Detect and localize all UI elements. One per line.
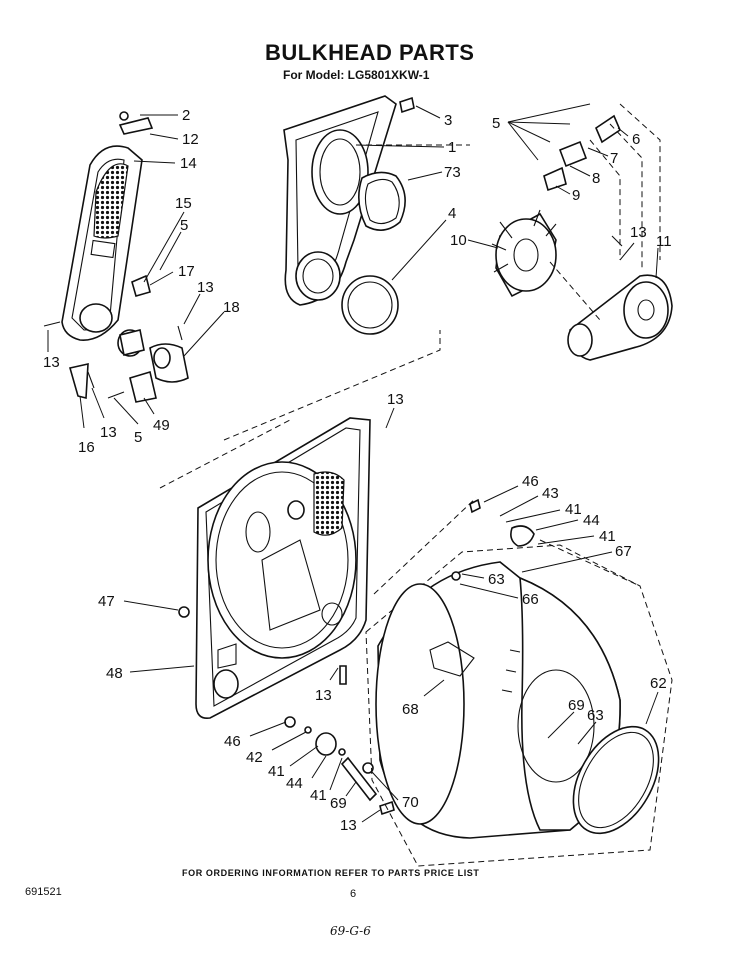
callout-label: 41 [268,763,285,780]
page-number: 6 [350,888,357,900]
callout-label: 69 [330,795,347,812]
handwritten-note: 69-G-6 [330,924,371,938]
model-number: For Model: LG5801XKW-1 [283,68,430,82]
callout-label: 13 [197,279,214,296]
callout-label: 5 [180,217,188,234]
callout-label: 48 [106,665,123,682]
callout-label: 13 [630,224,647,241]
callout-label: 2 [182,107,190,124]
callout-label: 13 [387,391,404,408]
lint-duct-assembly [43,111,189,403]
callout-label: 62 [650,675,667,692]
callout-label: 9 [572,187,580,204]
callout-label: 41 [599,528,616,545]
callout-label: 12 [182,131,199,148]
blower-wheel-assembly [491,114,673,361]
callout-label: 7 [610,150,618,167]
bulkhead-panel [195,417,371,720]
callout-label: 4 [448,205,456,222]
callout-label: 15 [175,195,192,212]
callout-label: 13 [315,687,332,704]
callout-label: 66 [522,591,539,608]
callout-label: 47 [98,593,115,610]
callout-label: 63 [488,571,505,588]
page-title: BULKHEAD PARTS [265,40,475,65]
callout-label: 11 [656,233,672,250]
callout-label: 13 [340,817,357,834]
callout-label: 49 [153,417,170,434]
callout-label: 8 [592,170,600,187]
callout-label: 44 [583,512,600,529]
callout-label: 63 [587,707,604,724]
callout-label: 13 [100,424,117,441]
drum-assembly [365,498,673,867]
callout-label: 67 [615,543,632,560]
callout-label: 16 [78,439,95,456]
callout-label: 68 [402,701,419,718]
callouts: 2 12 14 15 5 17 13 18 13 16 13 5 49 3 1 … [43,103,672,834]
callout-label: 14 [180,155,197,172]
callout-label: 69 [568,697,585,714]
callout-label: 46 [522,473,539,490]
callout-label: 17 [178,263,195,280]
blower-housing-assembly [283,95,415,335]
callout-label: 3 [444,112,452,129]
assembly-guide-lines [159,103,661,595]
callout-label: 18 [223,299,240,316]
callout-label: 70 [402,794,419,811]
callout-label: 44 [286,775,303,792]
front-hardware-stack [178,606,395,816]
callout-label: 6 [632,131,640,148]
callout-label: 5 [492,115,500,132]
callout-label: 73 [444,164,461,181]
callout-label: 41 [565,501,582,518]
callout-label: 41 [310,787,327,804]
callout-label: 10 [450,232,467,249]
callout-label: 13 [43,354,60,371]
callout-label: 1 [448,139,456,156]
callout-label: 5 [134,429,142,446]
callout-label: 42 [246,749,263,766]
ordering-note: FOR ORDERING INFORMATION REFER TO PARTS … [182,868,480,878]
callout-label: 46 [224,733,241,750]
callout-label: 43 [542,485,559,502]
document-number: 691521 [25,886,62,898]
